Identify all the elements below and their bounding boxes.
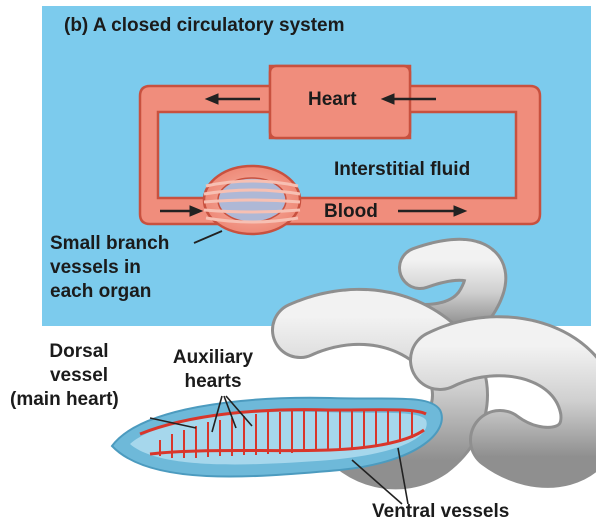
diagram-title: (b) A closed circulatory system bbox=[64, 14, 345, 37]
auxiliary-line-2: hearts bbox=[158, 370, 268, 393]
dorsal-line-2: vessel bbox=[34, 364, 124, 387]
dorsal-line-1: Dorsal bbox=[34, 340, 124, 363]
small-branch-line-3: each organ bbox=[50, 280, 151, 303]
ventral-vessels-label: Ventral vessels bbox=[372, 500, 509, 523]
small-branch-line-1: Small branch bbox=[50, 232, 169, 255]
auxiliary-line-1: Auxiliary bbox=[158, 346, 268, 369]
heart-label: Heart bbox=[308, 88, 357, 111]
interstitial-fluid-label: Interstitial fluid bbox=[334, 158, 470, 181]
dorsal-line-3: (main heart) bbox=[10, 388, 119, 411]
small-branch-line-2: vessels in bbox=[50, 256, 141, 279]
blood-label: Blood bbox=[324, 200, 378, 223]
organ-capillary-bed bbox=[204, 166, 300, 234]
